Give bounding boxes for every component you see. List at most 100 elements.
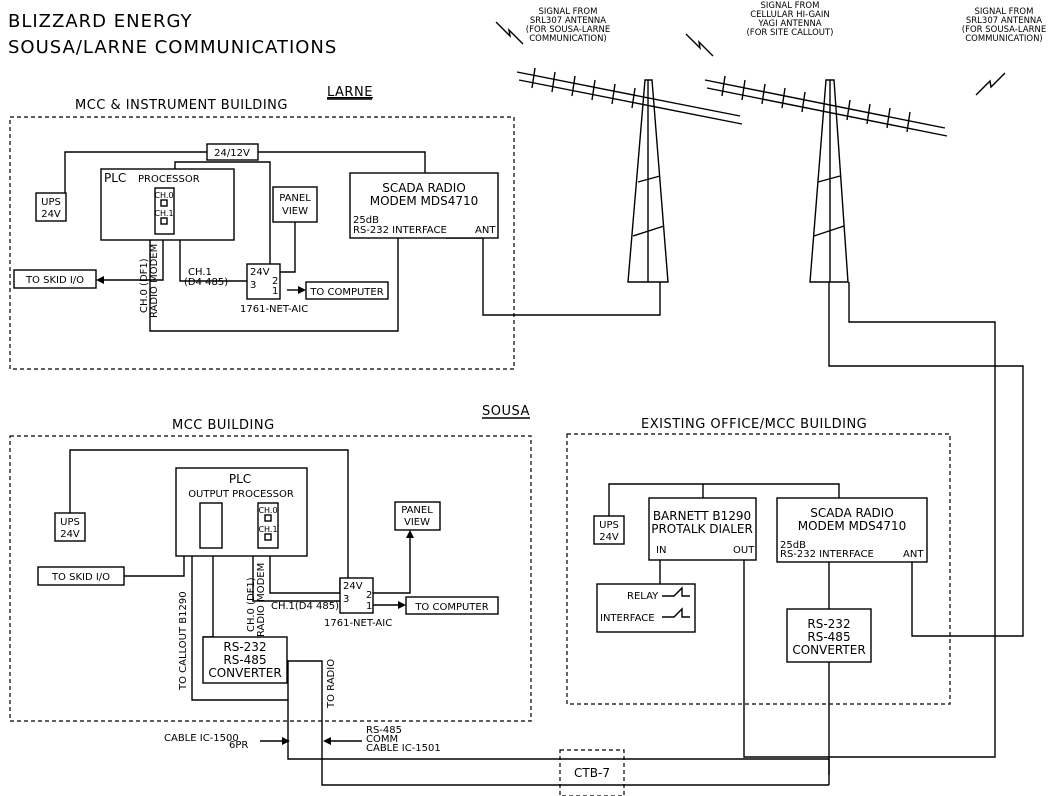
svg-text:RS-232 INTERFACE: RS-232 INTERFACE <box>353 225 447 236</box>
svg-text:SCADA RADIO: SCADA RADIO <box>382 181 466 195</box>
processor-module <box>154 187 175 235</box>
svg-text:24V: 24V <box>41 209 61 220</box>
svg-text:UPS: UPS <box>599 520 619 531</box>
svg-text:25dB: 25dB <box>780 540 806 551</box>
ups-box <box>593 515 625 545</box>
rs232-converter-box <box>202 636 288 684</box>
office-section: EXISTING OFFICE/MCC BUILDING UPS 24V BAR… <box>566 282 1024 775</box>
svg-text:PANEL: PANEL <box>279 193 311 204</box>
svg-text:TO COMPUTER: TO COMPUTER <box>309 287 383 298</box>
svg-text:TO SKID I/O: TO SKID I/O <box>51 572 110 583</box>
antenna-signal-2: SIGNAL FROM CELLULAR HI-GAIN YAGI ANTENN… <box>685 1 834 57</box>
processor-module <box>257 502 279 549</box>
svg-text:6PR: 6PR <box>229 740 248 751</box>
svg-text:3: 3 <box>343 594 349 605</box>
svg-text:1: 1 <box>366 601 372 612</box>
panel-view-box <box>394 501 441 531</box>
svg-text:IN: IN <box>656 545 666 556</box>
relay-contact-icon <box>662 586 690 597</box>
svg-text:TO SKID I/O: TO SKID I/O <box>25 275 84 286</box>
svg-text:CONVERTER: CONVERTER <box>792 643 865 657</box>
svg-text:2: 2 <box>272 276 278 287</box>
title-line-1: BLIZZARD ENERGY <box>8 11 193 32</box>
svg-text:COMM: COMM <box>366 734 398 745</box>
svg-text:CH.0 (DF1): CH.0 (DF1) <box>246 577 257 632</box>
svg-text:CH.1: CH.1 <box>258 525 277 534</box>
larne-building-outline <box>9 116 515 370</box>
office-building-outline <box>566 433 951 705</box>
svg-text:CABLE IC-1501: CABLE IC-1501 <box>366 743 441 754</box>
svg-text:ANT: ANT <box>475 225 496 236</box>
svg-text:SIGNAL FROM: SIGNAL FROM <box>761 1 820 11</box>
svg-text:VIEW: VIEW <box>404 517 430 528</box>
svg-text:RADIO MODEM: RADIO MODEM <box>256 563 267 637</box>
antenna-tower-2 <box>704 75 948 283</box>
arrow-icon <box>282 737 290 745</box>
antenna-signal-1: SIGNAL FROM SRL307 ANTENNA (FOR SOUSA-LA… <box>495 7 610 45</box>
svg-text:SIGNAL FROM: SIGNAL FROM <box>975 7 1034 17</box>
cable-labels: CABLE IC-1500 6PR RS-485 COMM CABLE IC-1… <box>164 725 441 754</box>
svg-text:SIGNAL FROM: SIGNAL FROM <box>539 7 598 17</box>
svg-text:PLC: PLC <box>104 171 126 185</box>
svg-text:CH.0 (DF1): CH.0 (DF1) <box>139 258 150 313</box>
svg-text:1: 1 <box>272 286 278 297</box>
arrow-icon <box>323 737 331 745</box>
svg-text:OUTPUT PROCESSOR: OUTPUT PROCESSOR <box>188 489 294 500</box>
protalk-dialer-box <box>648 497 757 561</box>
net-aic-box <box>339 577 374 614</box>
svg-text:CH.0: CH.0 <box>154 191 173 200</box>
svg-text:CH.0: CH.0 <box>258 506 277 515</box>
larne-section: LARNE MCC & INSTRUMENT BUILDING 24/12V U… <box>9 85 661 370</box>
sousa-section: SOUSA MCC BUILDING UPS 24V PLC OUTPUT PR… <box>9 404 532 786</box>
svg-text:RS-232 INTERFACE: RS-232 INTERFACE <box>780 549 874 560</box>
panel-view-box <box>272 186 318 223</box>
svg-text:SRL307 ANTENNA: SRL307 ANTENNA <box>530 16 606 26</box>
svg-text:2: 2 <box>366 590 372 601</box>
svg-text:1761-NET-AIC: 1761-NET-AIC <box>324 618 392 629</box>
svg-text:24V: 24V <box>599 532 619 543</box>
svg-text:MODEM MDS4710: MODEM MDS4710 <box>370 194 479 208</box>
svg-text:RS-232: RS-232 <box>807 617 850 631</box>
port-icon <box>160 199 168 207</box>
svg-text:SCADA RADIO: SCADA RADIO <box>810 506 894 520</box>
larne-building-label: MCC & INSTRUMENT BUILDING <box>75 98 288 113</box>
svg-text:TO CALLOUT B1290: TO CALLOUT B1290 <box>178 591 189 691</box>
svg-text:RS-485: RS-485 <box>807 630 850 644</box>
to-computer-box <box>305 281 389 300</box>
svg-text:RS-232: RS-232 <box>223 640 266 654</box>
to-skid-io-box <box>37 566 125 586</box>
rs232-converter-box <box>786 608 872 663</box>
svg-text:VIEW: VIEW <box>282 206 308 217</box>
ctb-7-junction: CTB-7 <box>527 749 830 796</box>
svg-text:CELLULAR HI-GAIN: CELLULAR HI-GAIN <box>750 10 829 20</box>
svg-text:PROTALK DIALER: PROTALK DIALER <box>651 522 753 536</box>
svg-text:YAGI ANTENNA: YAGI ANTENNA <box>757 19 821 29</box>
svg-text:OUT: OUT <box>733 545 755 556</box>
svg-text:(FOR SOUSA-LARNE: (FOR SOUSA-LARNE <box>962 25 1046 35</box>
to-skid-io-box <box>13 269 97 289</box>
antenna-tower-1 <box>516 67 743 283</box>
svg-text:CH.1: CH.1 <box>154 209 173 218</box>
svg-text:1761-NET-AIC: 1761-NET-AIC <box>240 304 308 315</box>
svg-text:CH.1: CH.1 <box>188 267 212 278</box>
svg-text:24V: 24V <box>60 529 80 540</box>
svg-text:PROCESSOR: PROCESSOR <box>138 174 200 185</box>
ctb-7-outline <box>559 749 625 796</box>
output-module <box>199 502 223 549</box>
sousa-building-label: MCC BUILDING <box>172 418 275 433</box>
ctb-7-label: CTB-7 <box>574 766 610 780</box>
svg-text:RS-485: RS-485 <box>223 653 266 667</box>
svg-text:24V: 24V <box>250 267 270 278</box>
svg-text:24V: 24V <box>343 581 363 592</box>
sousa-building-outline <box>9 435 532 722</box>
svg-text:COMMUNICATION): COMMUNICATION) <box>529 34 607 44</box>
power-supply-box <box>206 143 259 161</box>
svg-text:24/12V: 24/12V <box>214 148 250 159</box>
svg-text:(FOR SITE CALLOUT): (FOR SITE CALLOUT) <box>746 28 833 38</box>
to-computer-box <box>405 596 499 615</box>
svg-text:(D4 485): (D4 485) <box>184 277 228 288</box>
ups-box <box>35 192 67 222</box>
ups-box <box>54 512 86 542</box>
antenna-signal-3: SIGNAL FROM SRL307 ANTENNA (FOR SOUSA-LA… <box>962 7 1046 96</box>
